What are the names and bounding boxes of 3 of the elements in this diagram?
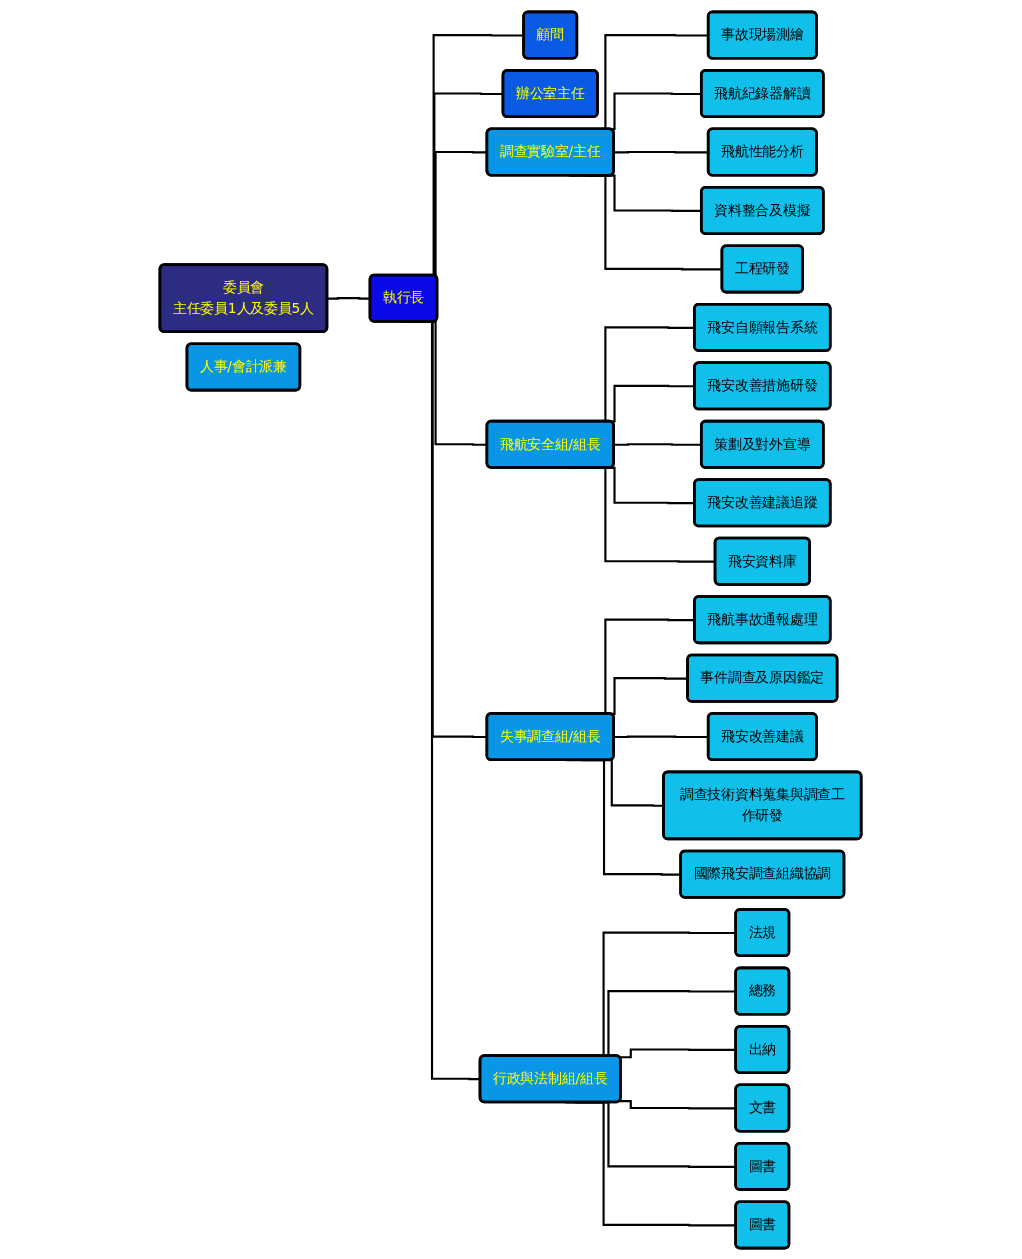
- connector: [620, 1099, 737, 1109]
- connector: [327, 296, 371, 300]
- connector: [620, 1047, 737, 1058]
